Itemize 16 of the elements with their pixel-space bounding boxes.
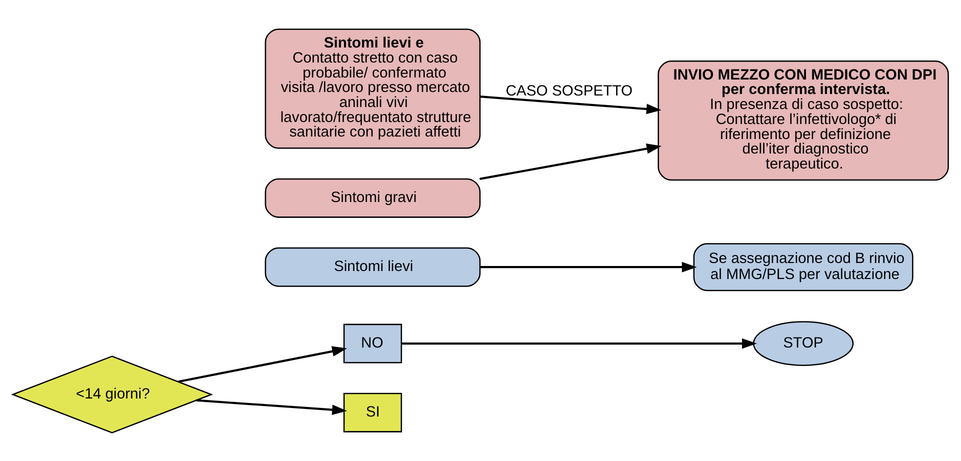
arrow [178, 346, 348, 382]
edge-label: CASO SOSPETTO [506, 82, 633, 99]
arrow [480, 261, 697, 272]
node-diamond: <14 giorni? [10, 355, 214, 433]
node-box: Sintomi gravi [264, 178, 481, 218]
node-box: Sintomi lievi e Contatto stretto con caso probabile/ confermato visita /lavoro presso mercato aninali vivi lavorato/frequentato strutture sanitarie con pazieti affetti [264, 28, 481, 148]
node-box: INVIO MEZZO CON MEDICO CON DPI per conferma intervista. In presenza di caso sospetto: Contattare l’infettivologo* di riferimento per definizione dell’iter diagnostico terapeutico. [658, 60, 949, 180]
arrow [480, 143, 662, 180]
node-box: Sintomi lievi [264, 246, 481, 286]
arrow [196, 398, 348, 415]
arrow [402, 338, 757, 348]
node-box: NO [343, 323, 402, 363]
node-ellipse: STOP [752, 320, 854, 366]
node-box: SI [343, 392, 402, 432]
node-box: Se assegnazione cod B rinvio al MMG/PLS per valutazione [693, 242, 914, 291]
arrow [480, 95, 662, 114]
